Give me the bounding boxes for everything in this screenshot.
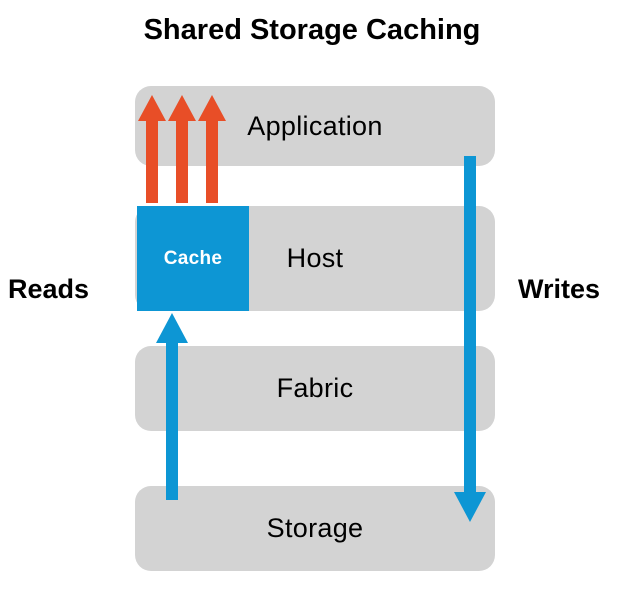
layer-application-label: Application xyxy=(247,110,383,141)
layer-storage-label: Storage xyxy=(266,513,364,543)
read-up-arrow-icon-3 xyxy=(198,95,226,203)
storage-to-cache-up-arrow-icon xyxy=(156,313,188,500)
layer-storage: Storage xyxy=(135,486,495,571)
layer-host-label: Host xyxy=(286,243,344,273)
read-up-arrow-icon-2 xyxy=(168,95,196,203)
cache-label: Cache xyxy=(163,247,223,269)
layer-fabric: Fabric xyxy=(135,346,495,431)
cache-box: Cache xyxy=(137,206,249,311)
layer-fabric-label: Fabric xyxy=(276,373,354,403)
writes-down-arrow-icon xyxy=(454,156,486,522)
reads-label: Reads xyxy=(8,274,90,304)
writes-label: Writes xyxy=(518,274,601,304)
layer-application: Application xyxy=(135,86,495,166)
diagram-title: Shared Storage Caching xyxy=(143,14,481,46)
read-up-arrow-icon-1 xyxy=(138,95,166,203)
